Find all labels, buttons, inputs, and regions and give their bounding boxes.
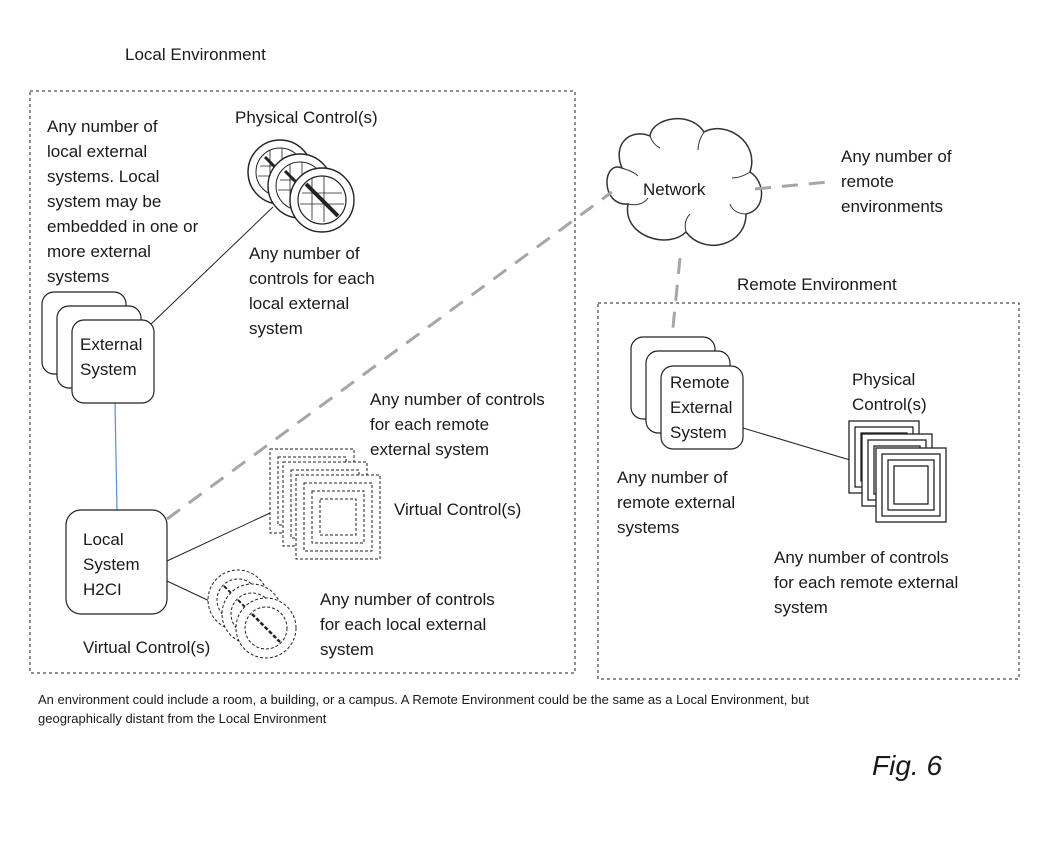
external-systems-note-line: systems. Local bbox=[47, 167, 160, 186]
external-system-stack-icon bbox=[41, 291, 155, 404]
virtual-controls-local-note-line: for each local external bbox=[320, 615, 487, 634]
external-system-label-line: External bbox=[80, 335, 143, 354]
physical-controls-note-line: Any number of bbox=[249, 244, 360, 263]
link-network-to-remote-environments bbox=[754, 180, 829, 191]
remote-environments-note-line: environments bbox=[841, 197, 944, 216]
virtual-controls-square-label: Virtual Control(s) bbox=[394, 500, 522, 519]
local-system-label-line: System bbox=[83, 555, 140, 574]
virtual-controls-round-label: Virtual Control(s) bbox=[83, 638, 211, 657]
remote-environment-title: Remote Environment bbox=[737, 275, 897, 294]
external-systems-note-line: local external bbox=[47, 142, 148, 161]
remote-system-label-line: Remote bbox=[670, 373, 730, 392]
external-systems-note-line: Any number of bbox=[47, 117, 158, 136]
remote-environment-boundary bbox=[597, 302, 1020, 680]
link-local-system-to-network bbox=[166, 190, 613, 521]
remote-physical-control-square-icon bbox=[848, 420, 947, 523]
virtual-controls-remote-note-line: external system bbox=[370, 440, 490, 459]
physical-controls-title: Physical Control(s) bbox=[235, 108, 378, 127]
link-external-system-to-local-system bbox=[114, 402, 118, 511]
remote-system-stack-icon bbox=[630, 336, 744, 450]
physical-controls-note-line: controls for each bbox=[249, 269, 375, 288]
remote-environments-note-line: remote bbox=[841, 172, 894, 191]
network-cloud-icon bbox=[606, 117, 763, 247]
remote-systems-note-line: remote external bbox=[617, 493, 736, 512]
network-label: Network bbox=[643, 180, 706, 199]
remote-environments-note-line: Any number of bbox=[841, 147, 952, 166]
link-local-system-to-virtual-squares bbox=[166, 512, 271, 562]
physical-controls-note-line: system bbox=[249, 319, 303, 338]
virtual-controls-remote-note-line: for each remote bbox=[370, 415, 490, 434]
footnote-line: An environment could include a room, a b… bbox=[38, 692, 810, 707]
local-environment-title: Local Environment bbox=[125, 45, 266, 64]
footnote-line: geographically distant from the Local En… bbox=[38, 711, 327, 726]
local-system-label-line: H2CI bbox=[83, 580, 122, 599]
remote-physical-controls-note-line: system bbox=[774, 598, 828, 617]
link-network-to-remote-system bbox=[670, 257, 682, 338]
external-systems-note-line: systems bbox=[47, 267, 110, 286]
remote-physical-controls-title-line: Control(s) bbox=[852, 395, 927, 414]
external-systems-note-line: more external bbox=[47, 242, 151, 261]
virtual-control-knob-icon bbox=[207, 569, 297, 659]
figure-label: Fig. 6 bbox=[872, 750, 943, 781]
remote-physical-controls-note-line: Any number of controls bbox=[774, 548, 949, 567]
local-system-label-line: Local bbox=[83, 530, 124, 549]
physical-control-knob-icon bbox=[247, 139, 355, 233]
link-remote-system-to-physical-controls bbox=[742, 427, 851, 461]
local-environment-boundary bbox=[29, 90, 576, 674]
local-system-box bbox=[65, 509, 168, 615]
remote-physical-controls-note-line: for each remote external bbox=[774, 573, 959, 592]
remote-physical-controls-title-line: Physical bbox=[852, 370, 916, 389]
external-system-label-line: System bbox=[80, 360, 137, 379]
remote-system-label-line: System bbox=[670, 423, 727, 442]
virtual-controls-local-note-line: Any number of controls bbox=[320, 590, 495, 609]
link-external-system-to-physical-controls bbox=[147, 206, 274, 328]
virtual-controls-local-note-line: system bbox=[320, 640, 374, 659]
virtual-control-square-icon bbox=[269, 448, 381, 560]
external-systems-note-line: system may be bbox=[47, 192, 162, 211]
remote-systems-note-line: systems bbox=[617, 518, 680, 537]
virtual-controls-remote-note-line: Any number of controls bbox=[370, 390, 545, 409]
physical-controls-note-line: local external bbox=[249, 294, 350, 313]
remote-systems-note-line: Any number of bbox=[617, 468, 728, 487]
external-systems-note-line: embedded in one or bbox=[47, 217, 199, 236]
remote-system-label-line: External bbox=[670, 398, 733, 417]
